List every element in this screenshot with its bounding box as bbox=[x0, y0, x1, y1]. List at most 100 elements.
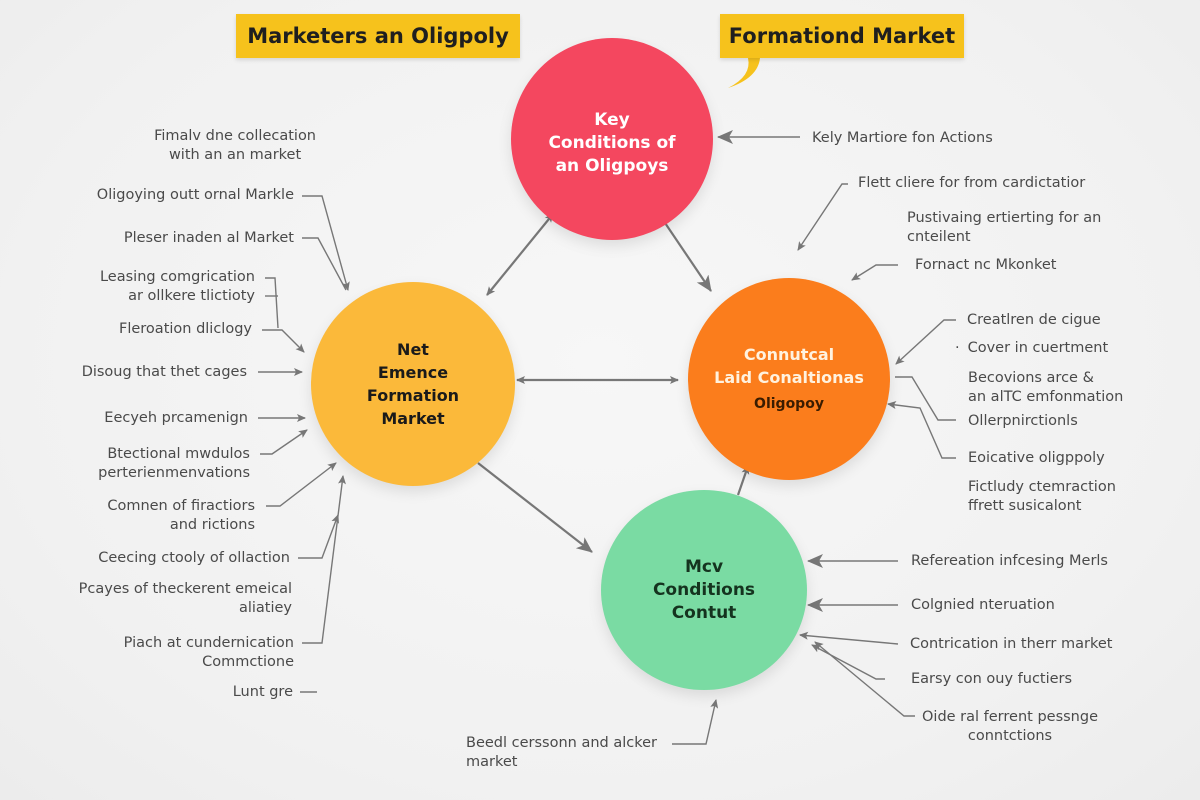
node-formation-market: Net Emence Formation Market bbox=[311, 282, 515, 486]
connector-right-upper-1 bbox=[797, 183, 848, 251]
label-right-lower-3-line-1: Contrication in therr market bbox=[910, 636, 1113, 652]
connector-left-8 bbox=[260, 429, 308, 455]
label-right-upper-2-line-2: cnteilent bbox=[907, 229, 971, 245]
label-left-9: Comnen of firactiors and rictions bbox=[107, 497, 255, 535]
connector-right-mid-3 bbox=[887, 401, 956, 459]
label-left-1-line-2: with an an market bbox=[168, 147, 302, 163]
label-left-3-line-1: Pleser inaden al Market bbox=[123, 230, 294, 246]
node-oligopoly-conditions-line-1: Connutcal bbox=[743, 344, 835, 364]
label-right-mid-4-line-1: Ollerpnirctionls bbox=[968, 413, 1078, 429]
node-key-conditions-line-3: an Oligpoys bbox=[555, 155, 669, 176]
callout-tail bbox=[728, 58, 760, 88]
label-right-lower-1-line-1: Refereation infcesing Merls bbox=[911, 553, 1108, 569]
label-right-upper-1: Flett cliere for from cardictatior bbox=[858, 174, 1085, 193]
node-conditions-contut-line-1: Mcv bbox=[684, 556, 724, 577]
label-left-11: Pcayes of theckerent emeical aliatiey bbox=[79, 580, 292, 618]
label-right-mid-2-text: Cover in cuertment bbox=[967, 340, 1109, 356]
label-left-5: Fleroation dliclogy bbox=[119, 320, 252, 339]
label-right-upper-2-line-1: Pustivaing ertierting for an bbox=[907, 210, 1102, 226]
label-right-lower-5-line-2: conntctions bbox=[967, 728, 1053, 744]
label-left-4: Leasing comgrication ar ollkere tlictiot… bbox=[100, 268, 255, 306]
label-left-2: Oligoying outt ornal Markle bbox=[97, 186, 294, 205]
label-left-10: Ceecing ctooly of ollaction bbox=[98, 549, 290, 568]
label-right-mid-3-line-1: Becovions arce & bbox=[968, 370, 1094, 386]
label-right-lower-4: Earsy con ouy fuctiers bbox=[911, 670, 1072, 689]
node-conditions-contut: Mcv Conditions Contut bbox=[601, 490, 807, 690]
connector-left-3 bbox=[265, 277, 279, 329]
node-key-conditions-line-2: Conditions of bbox=[548, 132, 676, 153]
label-left-2-line-1: Oligoying outt ornal Markle bbox=[96, 187, 294, 203]
node-key-conditions-line-1: Key bbox=[594, 109, 630, 130]
connector-left-10 bbox=[298, 514, 339, 559]
label-right-mid-5-line-1: Eoicative oligppoly bbox=[968, 450, 1105, 466]
label-right-lower-1: Refereation infcesing Merls bbox=[911, 552, 1108, 571]
label-bottom: Beedl cerssonn and alcker market bbox=[466, 734, 657, 772]
label-right-upper-1-line-1: Flett cliere for from cardictatior bbox=[858, 175, 1086, 191]
label-left-6-line-1: Disoug that thet cages bbox=[81, 364, 247, 380]
label-left-8-line-1: Btectional mwdulos bbox=[107, 446, 250, 462]
connector-right-lower-3 bbox=[799, 631, 899, 645]
label-right-mid-1-line-1: Creatlren de cigue bbox=[967, 312, 1101, 328]
node-formation-market-line-2: Emence bbox=[377, 363, 449, 382]
label-left-5-line-1: Fleroation dliclogy bbox=[119, 321, 252, 337]
banner-right-title: Formationd Market bbox=[720, 14, 964, 58]
connector-right-mid-2 bbox=[895, 376, 956, 421]
label-left-12-line-2: Commctione bbox=[202, 654, 294, 670]
arrow-left-bottom bbox=[477, 462, 593, 553]
label-right-lower-5-line-1: Oide ral ferrent pessnge bbox=[922, 709, 1098, 725]
label-left-7-line-1: Eecyeh prcamenign bbox=[104, 410, 248, 426]
label-right-upper-3: Fornact nc Mkonket bbox=[915, 256, 1056, 275]
connector-left-2 bbox=[302, 237, 347, 291]
label-bottom-line-2: market bbox=[466, 754, 518, 770]
node-oligopoly-conditions-line-2: Laid Conaltionas bbox=[714, 367, 864, 387]
label-left-4-line-1: Leasing comgrication bbox=[99, 269, 255, 285]
label-right-mid-3: Becovions arce & an alTC emfonmation bbox=[968, 369, 1123, 407]
label-left-12-line-1: Piach at cundernication bbox=[123, 635, 294, 651]
label-left-11-line-2: aliatiey bbox=[238, 600, 292, 616]
connector-left-11 bbox=[302, 475, 346, 644]
connector-right-lower-4 bbox=[811, 644, 885, 680]
node-formation-market-line-4: Market bbox=[381, 409, 445, 428]
label-right-mid-1: Creatlren de cigue bbox=[967, 311, 1101, 330]
banner-left-title: Marketers an Oligpoly bbox=[236, 14, 520, 58]
label-right-lower-2-line-1: Colgnied nteruation bbox=[911, 597, 1055, 613]
node-key-conditions: Key Conditions of an Oligpoys bbox=[511, 38, 713, 240]
node-formation-market-line-3: Formation bbox=[366, 386, 460, 405]
label-top-right: Kely Martiore fon Actions bbox=[812, 129, 993, 148]
label-left-8-line-2: perterienmenvations bbox=[98, 465, 250, 481]
arrow-top-right bbox=[658, 213, 712, 292]
label-top-right-text: Kely Martiore fon Actions bbox=[812, 130, 993, 146]
label-left-8: Btectional mwdulos perterienmenvations bbox=[98, 445, 250, 483]
node-oligopoly-conditions-line-3: Oligopoy bbox=[754, 395, 824, 412]
label-right-upper-3-line-1: Fornact nc Mkonket bbox=[915, 257, 1057, 273]
label-right-lower-5: Oide ral ferrent pessnge conntctions bbox=[922, 708, 1098, 746]
label-left-4-line-2: ar ollkere tlictioty bbox=[128, 288, 255, 304]
node-oligopoly-conditions: Connutcal Laid Conaltionas Oligopoy bbox=[688, 278, 890, 480]
label-right-mid-4: Ollerpnirctionls bbox=[968, 412, 1078, 431]
label-right-lower-4-line-1: Earsy con ouy fuctiers bbox=[911, 671, 1073, 687]
label-right-mid-2: ·Cover in cuertment bbox=[955, 339, 1108, 358]
node-formation-market-line-1: Net bbox=[397, 340, 429, 359]
connector-left-1 bbox=[302, 195, 350, 291]
label-right-lower-2: Colgnied nteruation bbox=[911, 596, 1055, 615]
label-bottom-line-1: Beedl cerssonn and alcker bbox=[466, 735, 657, 751]
connector-right-lower-5 bbox=[814, 641, 915, 717]
label-left-1-line-1: Fimalv dne collecation bbox=[154, 128, 316, 144]
label-right-upper-2: Pustivaing ertierting for an cnteilent bbox=[907, 209, 1101, 247]
label-left-9-line-1: Comnen of firactiors bbox=[107, 498, 255, 514]
label-left-13-line-1: Lunt gre bbox=[232, 684, 293, 700]
label-left-7: Eecyeh prcamenign bbox=[104, 409, 248, 428]
label-left-11-line-1: Pcayes of theckerent emeical bbox=[78, 581, 292, 597]
connector-bottom bbox=[672, 699, 719, 745]
label-left-1: Fimalv dne collecation with an an market bbox=[154, 127, 316, 165]
node-conditions-contut-line-2: Conditions bbox=[652, 579, 756, 600]
label-right-mid-3-line-2: an alTC emfonmation bbox=[968, 389, 1124, 405]
label-right-mid-6: Fictludy ctemraction ffrett susicalont bbox=[968, 478, 1116, 516]
label-left-9-line-2: and rictions bbox=[169, 517, 255, 533]
label-right-mid-5: Eoicative oligppoly bbox=[968, 449, 1105, 468]
label-left-10-line-1: Ceecing ctooly of ollaction bbox=[98, 550, 290, 566]
label-left-3: Pleser inaden al Market bbox=[124, 229, 294, 248]
label-left-6: Disoug that thet cages bbox=[82, 363, 247, 382]
connector-left-9 bbox=[266, 462, 337, 507]
